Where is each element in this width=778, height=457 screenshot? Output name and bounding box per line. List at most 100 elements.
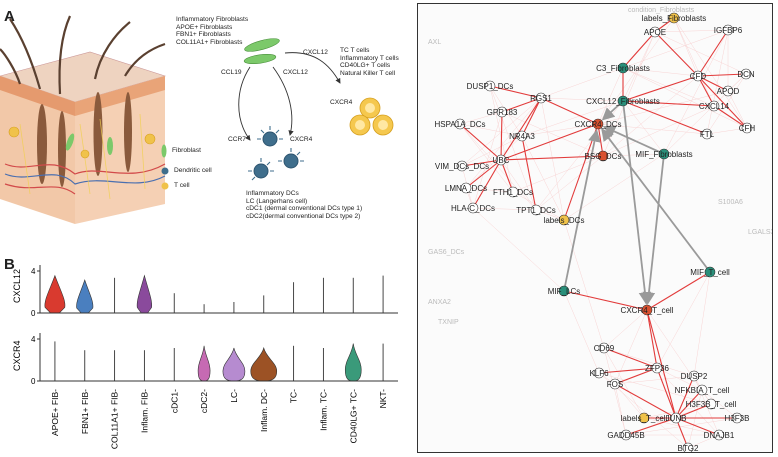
category-label-5: cDC2- [199, 389, 209, 413]
node-MIF_LCs[interactable]: MIF_LCs [548, 285, 580, 297]
arrow-3 [602, 125, 665, 155]
node-marker [535, 92, 547, 104]
node-marker [705, 398, 717, 410]
node-APOD[interactable]: APOD [717, 85, 740, 97]
bg-edge [598, 372, 712, 405]
node-HSPA1A_DCs[interactable]: HSPA1A_DCs [435, 118, 486, 130]
bg-edge [602, 105, 715, 157]
node-RGS1[interactable]: RGS1 [530, 92, 552, 104]
node-ZFP36[interactable]: ZFP36 [645, 362, 670, 374]
node-CD69[interactable]: CD69 [594, 342, 615, 354]
node-JUNB[interactable]: JUNB [666, 412, 687, 424]
bg-edge [663, 29, 729, 155]
node-BSG_DCs[interactable]: BSG_DCs [585, 150, 622, 162]
node-DCN[interactable]: DCN [737, 68, 755, 80]
bg-edge [563, 290, 600, 374]
bg-edge [687, 434, 720, 449]
fibroblast-type-list: Inflammatory Fibroblasts APOE+ Fibroblas… [176, 16, 248, 46]
node-LMNA_DCs[interactable]: LMNA_DCs [445, 182, 487, 194]
row-label-1: CXCR4 [12, 340, 22, 371]
node-labels_T_cell[interactable]: labels_T_cell [621, 412, 668, 424]
node-TPT1_DCs[interactable]: TPT1_DCs [516, 204, 556, 216]
bg-edge [673, 17, 748, 129]
node-marker [731, 412, 743, 424]
node-DNAJB1[interactable]: DNAJB1 [704, 429, 735, 441]
node-BTG2[interactable]: BTG2 [678, 442, 699, 453]
bg-edge [622, 67, 715, 107]
node-CXCR4_T_cell[interactable]: CXCR4_T_cell [621, 304, 674, 316]
bg-edge [597, 90, 729, 125]
node-NR4A3[interactable]: NR4A3 [509, 130, 535, 142]
bg-edge [622, 100, 665, 155]
bg-edge [706, 29, 729, 135]
node-FTL[interactable]: FTL [700, 128, 715, 140]
bg-edge [614, 383, 627, 436]
category-label-4: cDC1- [169, 389, 179, 413]
node-UBC[interactable]: UBC [493, 154, 510, 166]
node-GADD45B[interactable]: GADD45B [607, 429, 645, 441]
node-CXCR4_DCs[interactable]: CXCR4_DCs [574, 118, 622, 130]
node-marker [467, 202, 479, 214]
edge-10 [622, 100, 715, 107]
fibroblast-type-1: APOE+ Fibroblasts [176, 23, 233, 31]
node-label: HSPA1A_DCs [435, 120, 486, 129]
bg-edge [465, 187, 514, 193]
bg-edge [693, 271, 711, 377]
node-label: ZFP36 [645, 364, 670, 373]
bg-edge [459, 123, 537, 211]
node-VIM_DCs[interactable]: VIM_DCs_DCs [435, 160, 489, 172]
edge-16 [500, 97, 542, 161]
legend-tcell-label: T cell [174, 182, 190, 190]
node-H3F3B[interactable]: H3F3B [725, 412, 750, 424]
bg-edge [540, 97, 624, 102]
node-MIF_Fibroblasts[interactable]: MIF_Fibroblasts [635, 148, 693, 160]
ccl19-arrow [238, 66, 251, 141]
node-marker [530, 204, 542, 216]
bg-edge [602, 153, 665, 157]
node-label: MIF_Fibroblasts [635, 150, 692, 159]
node-labels_Fibroblasts[interactable]: labels_Fibroblasts [642, 12, 706, 24]
node-DUSP2[interactable]: DUSP2 [681, 370, 708, 382]
bg-edge [597, 17, 675, 125]
node-H3F3B_T_cell[interactable]: H3F3B_T_cell [686, 398, 737, 410]
edge-6 [713, 105, 748, 129]
node-NFKBIA_T_cell[interactable]: NFKBIA_T_cell [675, 384, 730, 396]
node-label: APOE [644, 28, 666, 37]
node-labels_DCs[interactable]: labels_DCs [544, 214, 585, 226]
node-label: labels_T_cell [621, 414, 668, 423]
node-HLA_C_DCs[interactable]: HLA-C_DCs [451, 202, 495, 214]
arrow-5 [563, 129, 601, 292]
node-KLF6[interactable]: KLF6 [589, 367, 609, 379]
edge-21 [500, 159, 514, 193]
node-label: CXCL14 [699, 102, 730, 111]
node-CXCL14[interactable]: CXCL14 [699, 100, 730, 112]
node-CFD[interactable]: CFD [690, 70, 707, 82]
faded-label-4: S100A6 [718, 199, 743, 206]
node-marker [692, 70, 704, 82]
bg-edge [472, 111, 503, 209]
node-GPR183[interactable]: GPR183 [487, 106, 518, 118]
node-FOS[interactable]: FOS [607, 378, 623, 390]
tick-max-label-0: 4 [31, 267, 36, 276]
node-label: CFH [739, 124, 756, 133]
node-CFH[interactable]: CFH [739, 122, 756, 134]
node-FTH1_DCs[interactable]: FTH1_DCs [493, 186, 533, 198]
node-marker [496, 106, 508, 118]
node-label: BTG2 [678, 444, 699, 453]
node-label: APOD [717, 87, 740, 96]
bg-edge [701, 389, 738, 419]
category-label-11: NKT- [378, 389, 388, 409]
node-DUSP1_DCs[interactable]: DUSP1_DCs [467, 80, 514, 92]
edge-9 [622, 100, 708, 135]
node-MIF_T_cell[interactable]: MIF_T_cell [690, 266, 730, 278]
node-C3_Fibroblasts[interactable]: C3_Fibroblasts [596, 62, 650, 74]
node-marker [713, 429, 725, 441]
node-CXCL12_Fibroblasts[interactable]: CXCL12_Fibroblasts [586, 95, 660, 107]
node-label: FTH1_DCs [493, 188, 533, 197]
category-label-8: TC- [289, 389, 299, 403]
dc-type-list: Inflammatory DCs LC (Langerhans cell) cD… [246, 190, 362, 220]
node-APOE[interactable]: APOE [644, 26, 666, 38]
node-marker [740, 68, 752, 80]
node-IGFBP6[interactable]: IGFBP6 [714, 24, 743, 36]
node-marker [507, 186, 519, 198]
